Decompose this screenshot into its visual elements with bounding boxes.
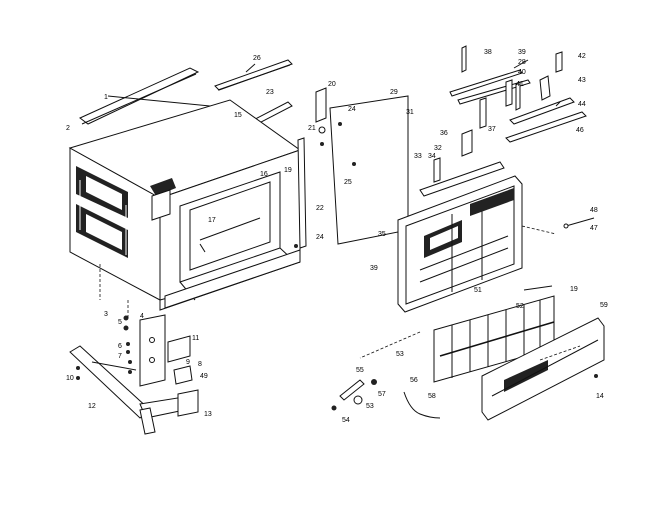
callout-49: 49 xyxy=(200,373,208,380)
callout-23: 23 xyxy=(266,89,274,96)
callout-8: 8 xyxy=(198,361,202,368)
callout-1: 1 xyxy=(104,94,108,101)
mounting-plate xyxy=(139,314,166,387)
callout-14: 14 xyxy=(596,393,604,400)
bracket-plate-11 xyxy=(167,335,193,385)
callout-47: 47 xyxy=(590,225,598,232)
callout-44: 44 xyxy=(578,101,586,108)
callout-48: 48 xyxy=(590,207,598,214)
callout-24b: 24 xyxy=(316,234,324,241)
callout-24: 24 xyxy=(348,106,356,113)
knobs-and-chain xyxy=(331,374,598,419)
callout-53b: 53 xyxy=(366,403,374,410)
callout-33: 33 xyxy=(414,153,422,160)
callout-22: 22 xyxy=(316,205,324,212)
callout-7: 7 xyxy=(118,353,122,360)
callout-21: 21 xyxy=(308,125,316,132)
callout-32: 32 xyxy=(434,145,442,152)
callout-10: 10 xyxy=(66,375,74,382)
callout-59: 59 xyxy=(600,302,608,309)
callout-57: 57 xyxy=(378,391,386,398)
callout-5: 5 xyxy=(118,319,122,326)
cabinet xyxy=(68,99,302,311)
callout-29: 29 xyxy=(390,89,398,96)
cabinet-louvers xyxy=(76,166,128,258)
callout-52: 52 xyxy=(516,303,524,310)
support-bracket-12 xyxy=(69,345,199,435)
callout-25: 25 xyxy=(344,179,352,186)
callout-38: 38 xyxy=(484,49,492,56)
callout-34: 34 xyxy=(428,153,436,160)
callout-42: 42 xyxy=(578,53,586,60)
callout-37: 37 xyxy=(488,126,496,133)
trim-strips-upper-right xyxy=(419,45,587,197)
callout-39b: 39 xyxy=(370,265,378,272)
panel-29 xyxy=(329,95,409,245)
callout-15: 15 xyxy=(234,112,242,119)
callout-3: 3 xyxy=(104,311,108,318)
callout-51: 51 xyxy=(474,287,482,294)
callout-35: 35 xyxy=(378,231,386,238)
callout-43: 43 xyxy=(578,77,586,84)
top-rail-right xyxy=(214,59,293,91)
callout-31: 31 xyxy=(406,109,414,116)
callout-17: 17 xyxy=(208,217,216,224)
front-panel-58 xyxy=(481,317,605,421)
leader-lines-lower-left xyxy=(91,264,137,371)
callout-4: 4 xyxy=(140,313,144,320)
hardware-stack xyxy=(76,315,132,380)
callout-46: 46 xyxy=(576,127,584,134)
callout-labels: 1 2 26 23 15 16 17 20 24 21 25 19 22 24 … xyxy=(66,49,608,424)
callout-53: 53 xyxy=(396,351,404,358)
callout-56: 56 xyxy=(410,377,418,384)
callout-9: 9 xyxy=(186,359,190,366)
callout-16: 16 xyxy=(260,171,268,178)
callout-40: 40 xyxy=(518,69,526,76)
front-grille-35 xyxy=(397,175,523,313)
callout-19-left: 19 xyxy=(284,167,292,174)
callout-6: 6 xyxy=(118,343,122,350)
callout-20: 20 xyxy=(328,81,336,88)
callout-13: 13 xyxy=(204,411,212,418)
alignment-lines xyxy=(107,59,581,361)
callout-39: 39 xyxy=(518,49,526,56)
callout-2: 2 xyxy=(66,125,70,132)
callout-55: 55 xyxy=(356,367,364,374)
callout-19-right: 19 xyxy=(570,286,578,293)
callout-36: 36 xyxy=(440,130,448,137)
screw-47 xyxy=(563,217,595,229)
callout-26: 26 xyxy=(253,55,261,62)
screws-center xyxy=(294,122,356,248)
callout-41: 41 xyxy=(516,81,524,88)
callout-12: 12 xyxy=(88,403,96,410)
callout-28: 28 xyxy=(518,59,526,66)
callout-11: 11 xyxy=(192,335,199,342)
callout-54: 54 xyxy=(342,417,350,424)
clip-21 xyxy=(315,87,327,146)
callout-58: 58 xyxy=(428,393,436,400)
rail-22 xyxy=(297,137,307,249)
